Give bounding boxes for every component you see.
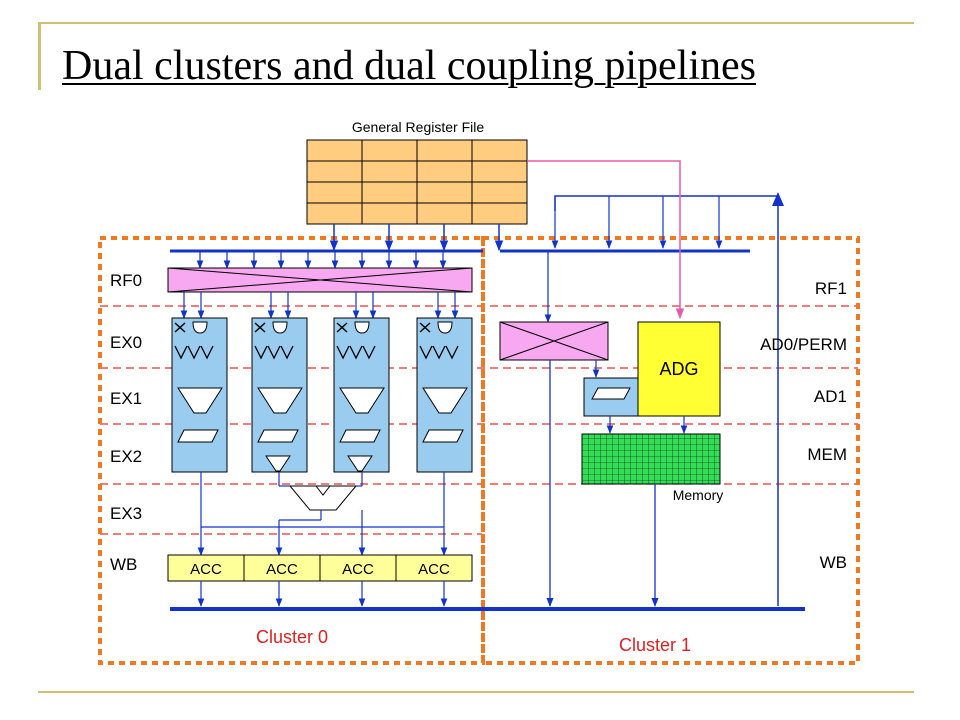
register-file-label: General Register File [352,119,484,135]
stage-label-left: EX2 [110,447,142,466]
exec-unit-3 [416,317,473,473]
stage-label-left: EX0 [110,333,142,352]
slide-title: Dual clusters and dual coupling pipeline… [62,43,757,89]
acc-label: ACC [190,561,222,578]
stage-label-right: MEM [807,445,847,464]
general-register-file [306,139,528,225]
stage-label-left: EX3 [110,504,142,523]
exec-unit-0 [171,317,228,473]
memory-block [581,433,721,485]
cluster0-crossbar [167,267,473,293]
coupling-adder [288,485,358,511]
stage-label-right: AD0/PERM [760,335,847,354]
stage-label-left: WB [110,555,137,574]
exec-unit-2 [333,317,390,473]
stage-label-right: AD1 [814,387,847,406]
accumulator-row [167,554,473,582]
stage-dividers [100,305,858,535]
memory-label: Memory [673,487,724,503]
stage-label-left: RF0 [110,271,142,290]
cluster1-label: Cluster 1 [619,635,691,655]
adg-label: ADG [659,359,698,379]
acc-label: ACC [342,561,374,578]
acc-label: ACC [266,561,298,578]
cluster1-border [481,236,860,665]
exec-unit-1 [251,317,308,473]
cluster1-crossbar [499,321,609,361]
accent-vertical-bar [38,22,41,90]
stage-label-left: EX1 [110,389,142,408]
acc-label: ACC [418,561,450,578]
stage-label-right: RF1 [815,279,847,298]
accent-top-line [38,22,914,24]
accent-bottom-line [38,691,914,693]
adg-unit [637,321,721,417]
stage-label-right: WB [820,553,847,572]
ad1-unit [583,377,639,417]
cluster0-label: Cluster 0 [256,627,328,647]
